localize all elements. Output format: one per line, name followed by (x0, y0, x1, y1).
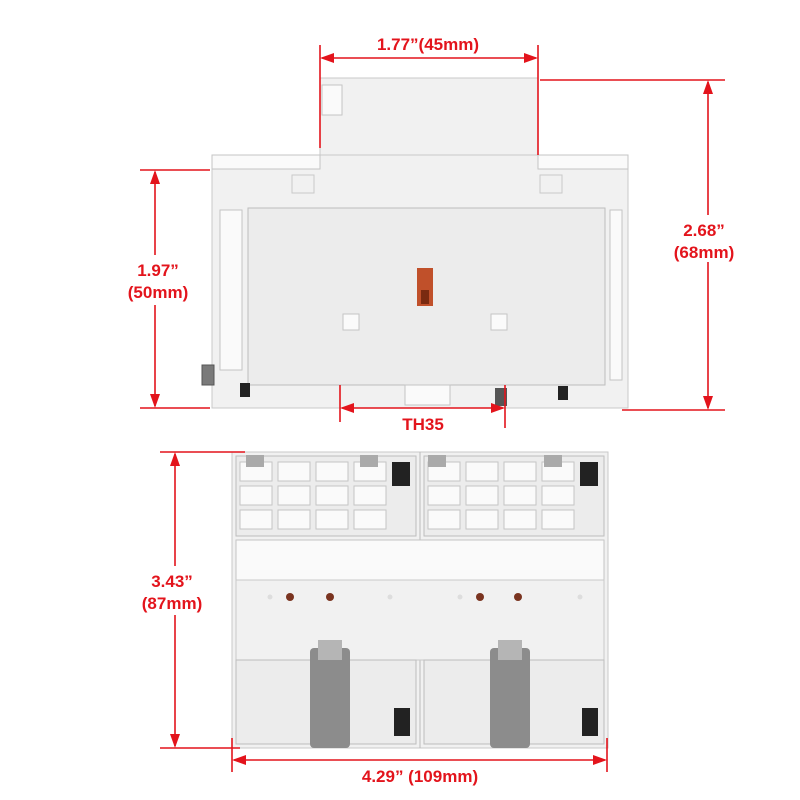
grid-cell (315, 485, 349, 506)
din-clip-right (490, 640, 530, 748)
dimension-front-width: 4.29” (109mm) (231, 738, 608, 786)
right-height-mm: (68mm) (674, 243, 734, 262)
right-height-inches: 2.68” (683, 221, 725, 240)
dimension-front-height: 3.43” (87mm) (142, 451, 245, 749)
din-clip-left (310, 640, 350, 748)
front-height-inches: 3.43” (151, 572, 193, 591)
dimension-right-height: 2.68” (68mm) (540, 79, 734, 411)
front-height-mm: (87mm) (142, 594, 202, 613)
front-width-label: 4.29” (109mm) (362, 767, 478, 786)
grid-cell (315, 461, 349, 482)
led-2 (326, 593, 334, 601)
grid-cell (277, 461, 311, 482)
grid-cell (239, 509, 273, 530)
grid-cell (465, 485, 499, 506)
dimension-rail: TH35 (339, 385, 506, 434)
grid-cell (465, 509, 499, 530)
grid-cell (277, 509, 311, 530)
led-3 (476, 593, 484, 601)
rail-label: TH35 (402, 415, 444, 434)
led-4 (514, 593, 522, 601)
grid-cell (503, 485, 537, 506)
grid-cell (427, 509, 461, 530)
top-width-label: 1.77”(45mm) (377, 35, 479, 54)
tab-latch (321, 84, 343, 116)
dimension-left-height: 1.97” (50mm) (128, 169, 210, 409)
device-front-view (231, 451, 609, 749)
left-height-mm: (50mm) (128, 283, 188, 302)
grid-cell (465, 461, 499, 482)
grid-cell (503, 461, 537, 482)
grid-cell (427, 485, 461, 506)
grid-cell (277, 485, 311, 506)
device-side-view (201, 77, 629, 409)
led-1 (286, 593, 294, 601)
grid-cell (353, 509, 387, 530)
grid-cell (541, 485, 575, 506)
grid-cell (315, 509, 349, 530)
grid-cell (353, 485, 387, 506)
dimension-top-width: 1.77”(45mm) (319, 35, 539, 155)
top-tab (319, 77, 539, 169)
grid-cell (503, 509, 537, 530)
grid-cell (239, 485, 273, 506)
left-height-inches: 1.97” (137, 261, 179, 280)
grid-cell (541, 509, 575, 530)
